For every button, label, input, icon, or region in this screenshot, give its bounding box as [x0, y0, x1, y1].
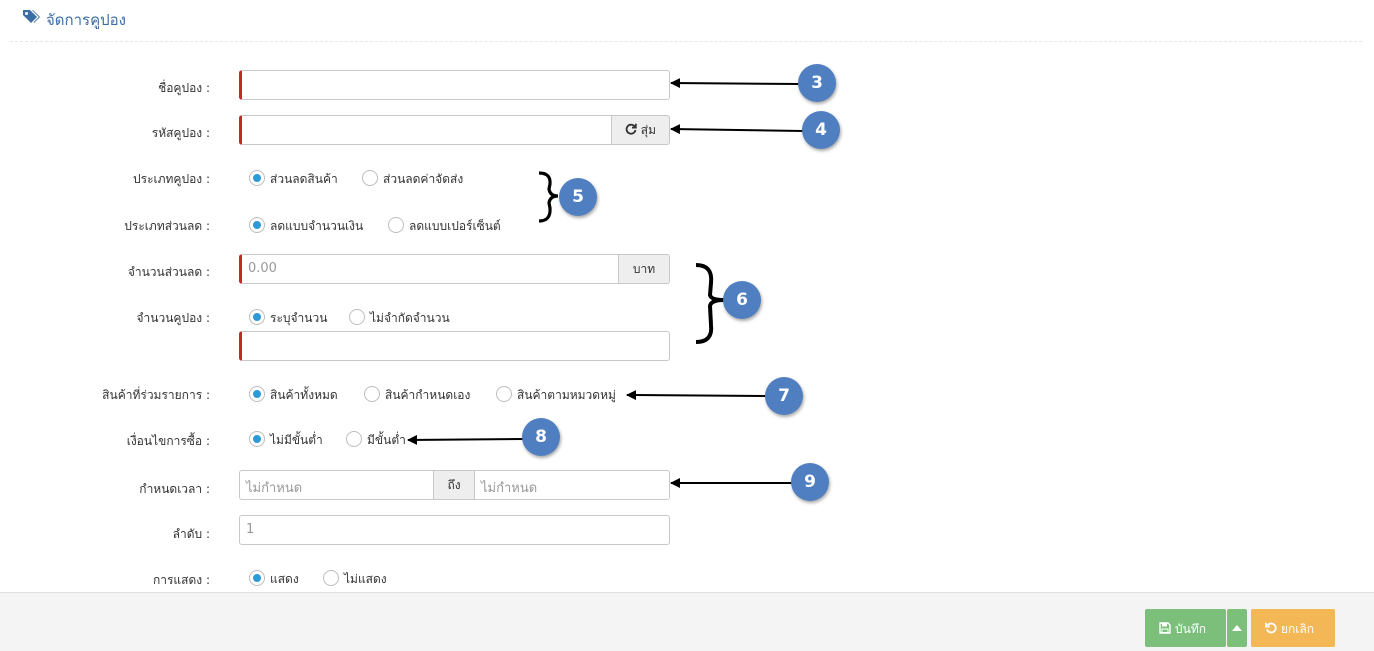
radio-checked-icon	[249, 570, 265, 586]
discount-amount-label: จำนวนส่วนลด :	[127, 265, 210, 279]
radio-unchecked-icon	[362, 170, 378, 186]
radio-checked-icon	[249, 217, 265, 233]
radio-unchecked-icon	[388, 217, 404, 233]
purchase-condition-label: เงื่อนไขการซื้อ :	[126, 434, 210, 448]
cancel-button[interactable]: ยกเลิก	[1251, 609, 1335, 647]
coupon-code-label: รหัสคูปอง :	[151, 126, 210, 140]
callout-5: 5	[559, 178, 597, 216]
radio-label: ไม่จำกัดจำนวน	[370, 311, 450, 325]
radio-label: ระบุจำนวน	[270, 311, 328, 325]
annotation-arrow-7	[626, 390, 767, 401]
products-label: สินค้าที่ร่วมรายการ :	[102, 388, 210, 402]
radio-checked-icon	[249, 386, 265, 402]
radio-checked-icon	[249, 431, 265, 447]
radio-unchecked-icon	[496, 386, 512, 402]
products-radio-group: สินค้าทั้งหมด สินค้ากำหนดเอง สินค้าตามหม…	[249, 385, 629, 405]
discount-type-radio-group: ลดแบบจำนวนเงิน ลดแบบเปอร์เซ็นต์	[249, 216, 519, 236]
save-button[interactable]: บันทึก	[1145, 609, 1226, 647]
save-icon	[1159, 622, 1171, 634]
annotation-arrow-8	[407, 434, 525, 445]
coupon-quantity-radio-group: ระบุจำนวน ไม่จำกัดจำนวน	[249, 308, 479, 328]
radio-unchecked-icon	[349, 309, 365, 325]
currency-unit-addon: บาท	[618, 254, 670, 284]
date-range-separator: ถึง	[433, 470, 475, 500]
radio-unchecked-icon	[323, 570, 339, 586]
cancel-button-label: ยกเลิก	[1281, 622, 1315, 636]
discount-type-label: ประเภทส่วนลด :	[124, 219, 210, 233]
radio-label: ส่วนลดค่าจัดส่ง	[383, 172, 464, 186]
caret-up-icon	[1232, 625, 1242, 631]
radio-label: ไม่แสดง	[344, 572, 387, 586]
callout-4: 4	[802, 111, 840, 149]
radio-unchecked-icon	[346, 431, 362, 447]
radio-label: ส่วนลดสินค้า	[270, 172, 338, 186]
radio-label: แสดง	[270, 572, 299, 586]
page-title: จัดการคูปอง	[46, 11, 126, 29]
refresh-icon	[625, 123, 637, 135]
coupon-type-radio-group: ส่วนลดสินค้า ส่วนลดค่าจัดส่ง	[249, 169, 489, 189]
header-divider	[10, 41, 1362, 42]
annotation-brace-6	[695, 263, 725, 344]
annotation-arrow-4	[670, 124, 804, 135]
coupon-quantity-label: จำนวนคูปอง :	[136, 311, 210, 325]
radio-label: ลดแบบจำนวนเงิน	[270, 219, 364, 233]
radio-checked-icon	[249, 309, 265, 325]
discount-amount-input[interactable]: 0.00	[239, 254, 620, 284]
coupon-code-input[interactable]	[239, 115, 613, 145]
callout-8: 8	[522, 418, 560, 456]
start-date-input[interactable]: ไม่กำหนด	[239, 470, 434, 500]
annotation-arrow-3	[670, 78, 801, 89]
radio-label: สินค้ากำหนดเอง	[385, 388, 471, 402]
coupon-type-label: ประเภทคูปอง :	[133, 172, 210, 186]
callout-9: 9	[791, 463, 829, 501]
save-options-toggle[interactable]	[1227, 609, 1247, 647]
coupon-name-input[interactable]	[239, 70, 670, 100]
annotation-brace-5	[538, 171, 559, 223]
period-label: กำหนดเวลา :	[139, 482, 210, 496]
radio-label: สินค้าทั้งหมด	[270, 388, 338, 402]
radio-label: ลดแบบเปอร์เซ็นต์	[409, 219, 501, 233]
undo-icon	[1265, 622, 1277, 634]
purchase-condition-radio-group: ไม่มีขั้นต่ำ มีขั้นต่ำ	[249, 430, 419, 450]
radio-label: ไม่มีขั้นต่ำ	[270, 433, 323, 447]
end-date-input[interactable]: ไม่กำหนด	[474, 470, 670, 500]
save-button-label: บันทึก	[1175, 622, 1206, 636]
callout-7: 7	[765, 377, 803, 415]
order-label: ลำดับ :	[172, 527, 210, 541]
callout-3: 3	[798, 64, 836, 102]
random-code-button[interactable]: สุ่ม	[611, 115, 670, 145]
display-label: การแสดง :	[152, 573, 210, 587]
radio-label: มีขั้นต่ำ	[367, 433, 406, 447]
tags-icon	[23, 10, 40, 23]
radio-label: สินค้าตามหมวดหมู่	[517, 388, 616, 402]
coupon-quantity-input[interactable]	[239, 331, 670, 361]
radio-unchecked-icon	[364, 386, 380, 402]
coupon-name-label: ชื่อคูปอง :	[158, 81, 210, 95]
radio-checked-icon	[249, 170, 265, 186]
order-input[interactable]: 1	[239, 515, 670, 545]
random-button-label: สุ่ม	[640, 123, 657, 137]
page-header: จัดการคูปอง	[0, 0, 1374, 42]
form-footer: บันทึก ยกเลิก	[0, 592, 1374, 651]
display-radio-group: แสดง ไม่แสดง	[249, 569, 409, 589]
callout-6: 6	[723, 281, 761, 319]
